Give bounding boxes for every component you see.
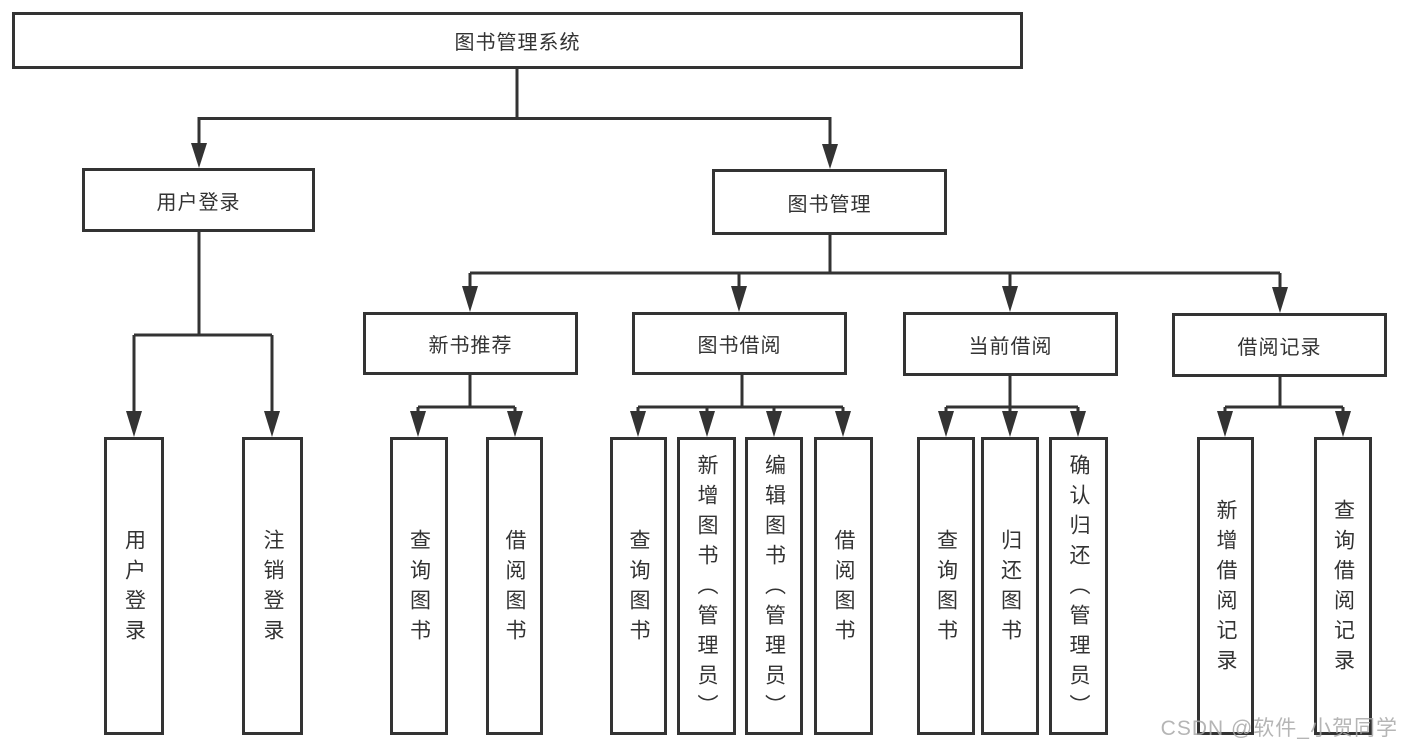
- arrow-cur-query-books: [938, 411, 954, 437]
- node-root: 图书管理系统: [12, 12, 1023, 69]
- leaf-rec-query-books: 查询图书: [390, 437, 448, 735]
- watermark: CSDN @软件_小贺同学: [1160, 717, 1398, 740]
- arrow-borrowing-records: [1272, 287, 1288, 313]
- arrow-user-login: [191, 143, 207, 168]
- arrow-add-borrow-record: [1217, 411, 1233, 437]
- edge-book-borrowing-branch: [636, 375, 845, 412]
- arrow-new-book-recommend: [462, 286, 478, 312]
- arrow-leaf-logout: [264, 411, 280, 437]
- arrow-cur-confirm-return: [1070, 411, 1086, 437]
- leaf-bor-add-book-admin: 新增图书（管理员）: [677, 437, 736, 735]
- edge-user-login-branch: [132, 232, 274, 412]
- node-user-login: 用户登录: [82, 168, 315, 232]
- arrow-book-borrowing: [731, 286, 747, 312]
- leaf-bor-query-books: 查询图书: [610, 437, 667, 735]
- arrow-rec-borrow-books: [507, 411, 523, 437]
- edge-new-book-recommend-branch: [416, 375, 517, 412]
- edge-current-borrowing-branch: [944, 376, 1080, 412]
- arrow-leaf-user-login: [126, 411, 142, 437]
- leaf-cur-query-books: 查询图书: [917, 437, 975, 735]
- node-current-borrowing: 当前借阅: [903, 312, 1118, 376]
- arrow-bor-edit-book: [766, 411, 782, 437]
- leaf-logout: 注销登录: [242, 437, 303, 735]
- arrow-query-borrow-record: [1335, 411, 1351, 437]
- leaf-cur-return-books: 归还图书: [981, 437, 1039, 735]
- edge-borrowing-records-branch: [1223, 377, 1345, 412]
- node-new-book-recommend: 新书推荐: [363, 312, 578, 375]
- arrow-cur-return-books: [1002, 411, 1018, 437]
- leaf-add-borrow-record: 新增借阅记录: [1197, 437, 1254, 735]
- arrow-bor-query-books: [630, 411, 646, 437]
- leaf-bor-borrow-books: 借阅图书: [814, 437, 873, 735]
- arrow-bor-borrow-books: [835, 411, 851, 437]
- node-book-management: 图书管理: [712, 169, 947, 235]
- leaf-cur-confirm-return-admin: 确认归还（管理员）: [1049, 437, 1108, 735]
- leaf-user-login: 用户登录: [104, 437, 164, 735]
- arrow-book-management: [822, 144, 838, 169]
- arrow-bor-add-book: [699, 411, 715, 437]
- leaf-query-borrow-record: 查询借阅记录: [1314, 437, 1372, 735]
- node-borrowing-records: 借阅记录: [1172, 313, 1387, 377]
- leaf-bor-edit-book-admin: 编辑图书（管理员）: [745, 437, 803, 735]
- edge-root-to-level2: [197, 69, 832, 144]
- leaf-rec-borrow-books: 借阅图书: [486, 437, 543, 735]
- node-book-borrowing: 图书借阅: [632, 312, 847, 375]
- edge-book-management-branch: [468, 235, 1282, 288]
- arrow-rec-query-books: [410, 411, 426, 437]
- arrow-current-borrowing: [1002, 286, 1018, 312]
